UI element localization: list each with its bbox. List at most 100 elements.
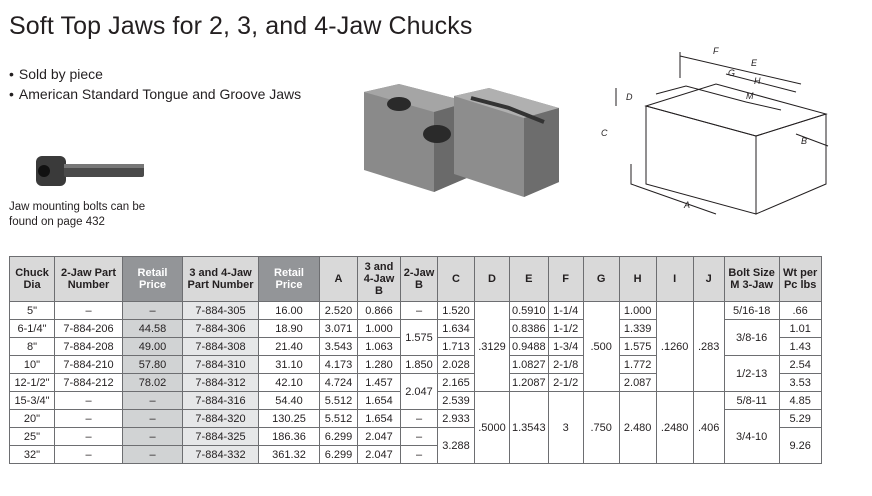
cell-chuck-dia: 32" <box>9 445 55 464</box>
cell-2jaw-part: – <box>54 409 123 428</box>
cell-f: 3 <box>547 391 584 464</box>
col-h: H <box>618 256 657 302</box>
cell-chuck-dia: 12-1/2" <box>9 373 55 392</box>
cell-f: 1-3/4 <box>547 337 584 356</box>
table-row: 15-3/4" – – 7-884-316 54.40 5.512 1.654 … <box>9 391 822 464</box>
cell-chuck-dia: 5" <box>9 301 55 320</box>
cell-h: 2.087 <box>618 373 657 392</box>
cell-34jaw-price: 16.00 <box>258 301 320 320</box>
table-row: 8" 7-884-208 49.00 7-884-308 21.40 3.543… <box>9 337 822 356</box>
col-c: C <box>437 256 475 302</box>
cell-34jaw-price: 130.25 <box>258 409 320 428</box>
spec-table: Chuck Dia 2-Jaw Part Number Retail Price… <box>9 256 822 464</box>
cell-34jaw-part: 7-884-332 <box>182 445 259 464</box>
cell-e: 1.3543 <box>509 391 549 464</box>
cell-chuck-dia: 20" <box>9 409 55 428</box>
cell-b-2jaw: 2.047 <box>400 373 438 410</box>
cell-34jaw-part: 7-884-316 <box>182 391 259 410</box>
cell-weight: 3.53 <box>778 373 822 392</box>
cell-b-2jaw: – <box>400 301 438 320</box>
cell-b-34jaw: 0.866 <box>357 301 401 320</box>
cell-weight: 1.01 <box>778 319 822 338</box>
col-2jaw-retail-price: Retail Price <box>122 256 183 302</box>
cell-a: 3.543 <box>319 337 358 356</box>
cell-j: .283 <box>692 301 725 392</box>
cell-b-34jaw: 2.047 <box>357 427 401 446</box>
cell-2jaw-price: 78.02 <box>122 373 183 392</box>
cell-2jaw-part: 7-884-206 <box>54 319 123 338</box>
cell-c: 3.288 <box>437 427 475 464</box>
feature-list: Sold by piece American Standard Tongue a… <box>9 64 301 104</box>
table-row: 32" – – 7-884-332 361.32 6.299 2.047 – <box>9 445 822 464</box>
feature-item: American Standard Tongue and Groove Jaws <box>9 84 301 104</box>
cell-b-34jaw: 1.457 <box>357 373 401 392</box>
col-34jaw-part-number: 3 and 4-Jaw Part Number <box>182 256 259 302</box>
cell-i: .1260 <box>655 301 694 392</box>
diagram-label-m: M <box>746 91 754 101</box>
cell-g: .500 <box>582 301 620 392</box>
cell-a: 2.520 <box>319 301 358 320</box>
cell-2jaw-part: 7-884-210 <box>54 355 123 374</box>
diagram-label-e: E <box>751 58 758 68</box>
cell-34jaw-part: 7-884-308 <box>182 337 259 356</box>
cell-f: 2-1/8 <box>547 355 584 374</box>
cell-e: 1.2087 <box>509 373 549 392</box>
cell-2jaw-part: – <box>54 445 123 464</box>
table-row: 6-1/4" 7-884-206 44.58 7-884-306 18.90 3… <box>9 319 822 356</box>
col-b-2jaw: 2-Jaw B <box>400 256 438 302</box>
cell-2jaw-price: – <box>122 409 183 428</box>
cell-e: 1.0827 <box>509 355 549 374</box>
cell-b-2jaw: 1.850 <box>400 355 438 374</box>
cell-e: 0.5910 <box>509 301 549 320</box>
col-b-34jaw: 3 and 4-Jaw B <box>357 256 401 302</box>
cell-b-2jaw: – <box>400 445 438 464</box>
cell-i: .2480 <box>655 391 694 464</box>
cell-weight: 5.29 <box>778 409 822 428</box>
cell-bolt: 3/8-16 <box>723 319 780 356</box>
cell-b-34jaw: 1.000 <box>357 319 401 338</box>
cell-c: 1.634 <box>437 319 475 338</box>
cell-2jaw-part: – <box>54 301 123 320</box>
table-header-row: Chuck Dia 2-Jaw Part Number Retail Price… <box>9 256 822 302</box>
col-weight: Wt per Pc lbs <box>778 256 822 302</box>
cell-2jaw-part: – <box>54 391 123 410</box>
cell-b-34jaw: 1.280 <box>357 355 401 374</box>
cell-b-34jaw: 2.047 <box>357 445 401 464</box>
col-chuck-dia: Chuck Dia <box>9 256 55 302</box>
cell-c: 2.028 <box>437 355 475 374</box>
cell-d: .3129 <box>474 301 510 392</box>
cell-34jaw-price: 361.32 <box>258 445 320 464</box>
diagram-label-a: A <box>683 200 690 210</box>
cell-b-2jaw: 1.575 <box>400 319 438 356</box>
cell-34jaw-part: 7-884-306 <box>182 319 259 338</box>
col-34jaw-retail-price: Retail Price <box>258 256 320 302</box>
col-a: A <box>319 256 358 302</box>
cell-g: .750 <box>582 391 620 464</box>
cell-bolt: 5/16-18 <box>723 301 780 320</box>
cell-f: 1-1/4 <box>547 301 584 320</box>
cell-34jaw-price: 54.40 <box>258 391 320 410</box>
cell-bolt: 1/2-13 <box>723 355 780 392</box>
diagram-label-h: H <box>754 76 761 86</box>
cell-34jaw-price: 31.10 <box>258 355 320 374</box>
cell-b-34jaw: 1.654 <box>357 409 401 428</box>
cell-34jaw-part: 7-884-320 <box>182 409 259 428</box>
diagram-label-c: C <box>601 128 608 138</box>
cell-34jaw-part: 7-884-310 <box>182 355 259 374</box>
cell-a: 3.071 <box>319 319 358 338</box>
cell-2jaw-price: 57.80 <box>122 355 183 374</box>
page-title: Soft Top Jaws for 2, 3, and 4-Jaw Chucks <box>9 12 473 40</box>
cell-b-2jaw: – <box>400 427 438 446</box>
cell-2jaw-price: 49.00 <box>122 337 183 356</box>
diagram-label-d: D <box>626 92 633 102</box>
cell-2jaw-price: – <box>122 301 183 320</box>
cell-weight: 4.85 <box>778 391 822 410</box>
cell-f: 2-1/2 <box>547 373 584 392</box>
cell-34jaw-price: 18.90 <box>258 319 320 338</box>
col-2jaw-part-number: 2-Jaw Part Number <box>54 256 123 302</box>
cell-e: 0.8386 <box>509 319 549 338</box>
cell-bolt: 5/8-11 <box>723 391 780 410</box>
cell-2jaw-part: 7-884-212 <box>54 373 123 392</box>
cell-34jaw-part: 7-884-312 <box>182 373 259 392</box>
cell-e: 0.9488 <box>509 337 549 356</box>
